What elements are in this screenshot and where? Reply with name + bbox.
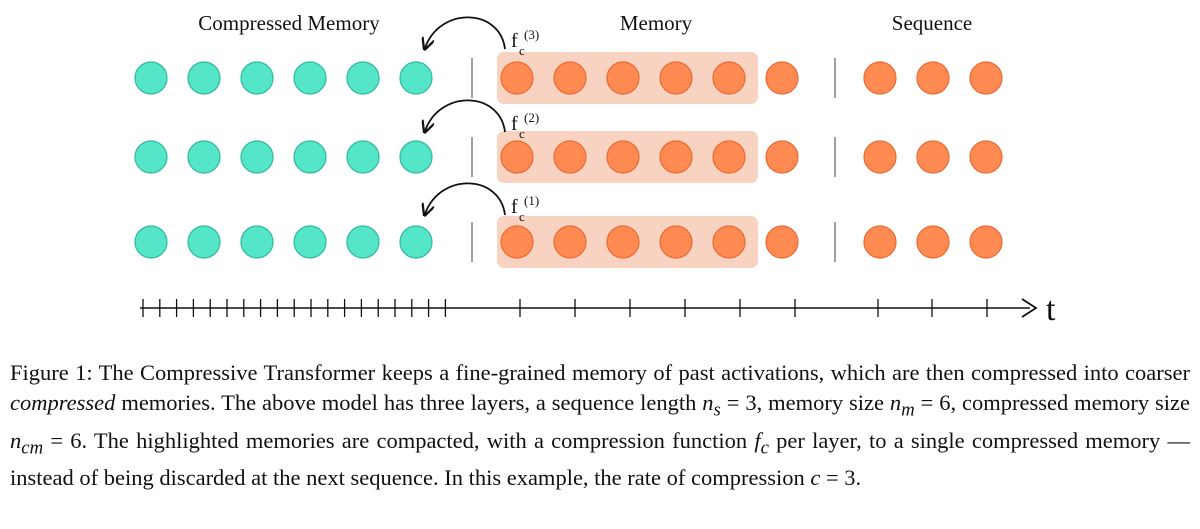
memory-node [606, 61, 640, 95]
time-axis: t [140, 291, 1056, 328]
compressed-memory-node [399, 140, 433, 174]
caption-ns-subscript: s [713, 399, 721, 421]
compression-arrow-1: f (3)c [425, 16, 539, 58]
caption-ncm-subscript: cm [21, 437, 44, 458]
memory-node [765, 61, 799, 95]
memory-node [500, 140, 534, 174]
memory-node [765, 140, 799, 174]
compressed-memory-node [346, 140, 380, 174]
caption-emphasis: compressed [10, 390, 116, 415]
curved-arrow [425, 99, 506, 132]
label-compressed-memory: Compressed Memory [198, 11, 380, 35]
caption-eq-2: = 6, compressed memory size [914, 390, 1190, 415]
time-label: t [1046, 291, 1056, 328]
fc-symbol: f [511, 113, 518, 135]
compressive-transformer-diagram: Compressed Memory Memory Sequence f(3)cf… [134, 11, 1056, 328]
fc-subscript: c [519, 209, 525, 224]
activation-row-1 [134, 52, 1003, 104]
memory-node [553, 140, 587, 174]
caption-ncm-symbol: n [10, 427, 22, 453]
fc-superscript: (2) [524, 110, 539, 125]
compressed-memory-node [346, 61, 380, 95]
memory-node [606, 140, 640, 174]
memory-node [712, 61, 746, 95]
label-sequence: Sequence [892, 11, 972, 35]
caption-text-1: Figure 1: The Compressive Transformer ke… [10, 360, 1190, 385]
caption-c-symbol: c [810, 465, 821, 490]
caption-nm-symbol: n [889, 390, 902, 415]
sequence-node [863, 140, 897, 174]
memory-node [553, 225, 587, 259]
compressed-memory-node [293, 61, 327, 95]
compressed-memory-node [399, 225, 433, 259]
memory-node [712, 225, 746, 259]
caption-ns-symbol: n [702, 390, 714, 415]
compressed-memory-node [240, 61, 274, 95]
caption-eq-1: = 3, memory size [720, 390, 890, 415]
memory-node [659, 140, 693, 174]
compression-arrows: f(3)cf(2)cf(1)c [425, 16, 539, 224]
memory-node [659, 225, 693, 259]
compressed-memory-node [187, 61, 221, 95]
caption-fc-symbol: f [754, 427, 761, 453]
caption-text-2: memories. The above model has three laye… [115, 390, 703, 415]
sequence-node [863, 225, 897, 259]
time-axis-ticks [142, 299, 988, 317]
caption-nm-subscript: m [901, 399, 915, 421]
time-axis-arrowhead [1021, 298, 1038, 318]
fc-symbol: f [511, 30, 518, 52]
fc-subscript: c [519, 126, 525, 141]
compressed-memory-node [346, 225, 380, 259]
sequence-node [863, 61, 897, 95]
compression-arrow-3: f (1)c [425, 182, 539, 224]
memory-node [765, 225, 799, 259]
fc-superscript: (1) [524, 193, 539, 208]
activation-row-3 [134, 216, 1003, 268]
fc-superscript: (3) [524, 27, 539, 42]
compressed-memory-node [134, 61, 168, 95]
compressed-memory-node [134, 225, 168, 259]
fc-symbol: f [511, 196, 518, 218]
memory-node [606, 225, 640, 259]
compressed-memory-node [293, 140, 327, 174]
compressed-memory-node [187, 225, 221, 259]
compression-arrow-2: f (2)c [425, 99, 539, 141]
curved-arrow [425, 16, 506, 49]
sequence-node [969, 61, 1003, 95]
memory-node [553, 61, 587, 95]
memory-node [500, 225, 534, 259]
label-memory: Memory [620, 11, 693, 35]
activation-row-2 [134, 131, 1003, 183]
memory-node [500, 61, 534, 95]
activation-rows [134, 52, 1003, 268]
caption-eq-4: = 3. [820, 465, 862, 490]
compressed-memory-node [134, 140, 168, 174]
caption-text-3: per layer, to a single compressed memory… [10, 427, 1190, 491]
compressed-memory-node [293, 225, 327, 259]
memory-node [659, 61, 693, 95]
compressed-memory-node [399, 61, 433, 95]
caption-fc-subscript: c [760, 437, 769, 458]
curved-arrow [425, 182, 506, 215]
figure-caption: Figure 1: The Compressive Transformer ke… [10, 358, 1190, 493]
sequence-node [916, 140, 950, 174]
compressed-memory-node [240, 140, 274, 174]
compressed-memory-node [187, 140, 221, 174]
sequence-node [916, 61, 950, 95]
compressed-memory-node [240, 225, 274, 259]
sequence-node [969, 225, 1003, 259]
fc-subscript: c [519, 43, 525, 58]
sequence-node [916, 225, 950, 259]
memory-node [712, 140, 746, 174]
sequence-node [969, 140, 1003, 174]
caption-eq-3: = 6. The highlighted memories are compac… [43, 427, 755, 453]
